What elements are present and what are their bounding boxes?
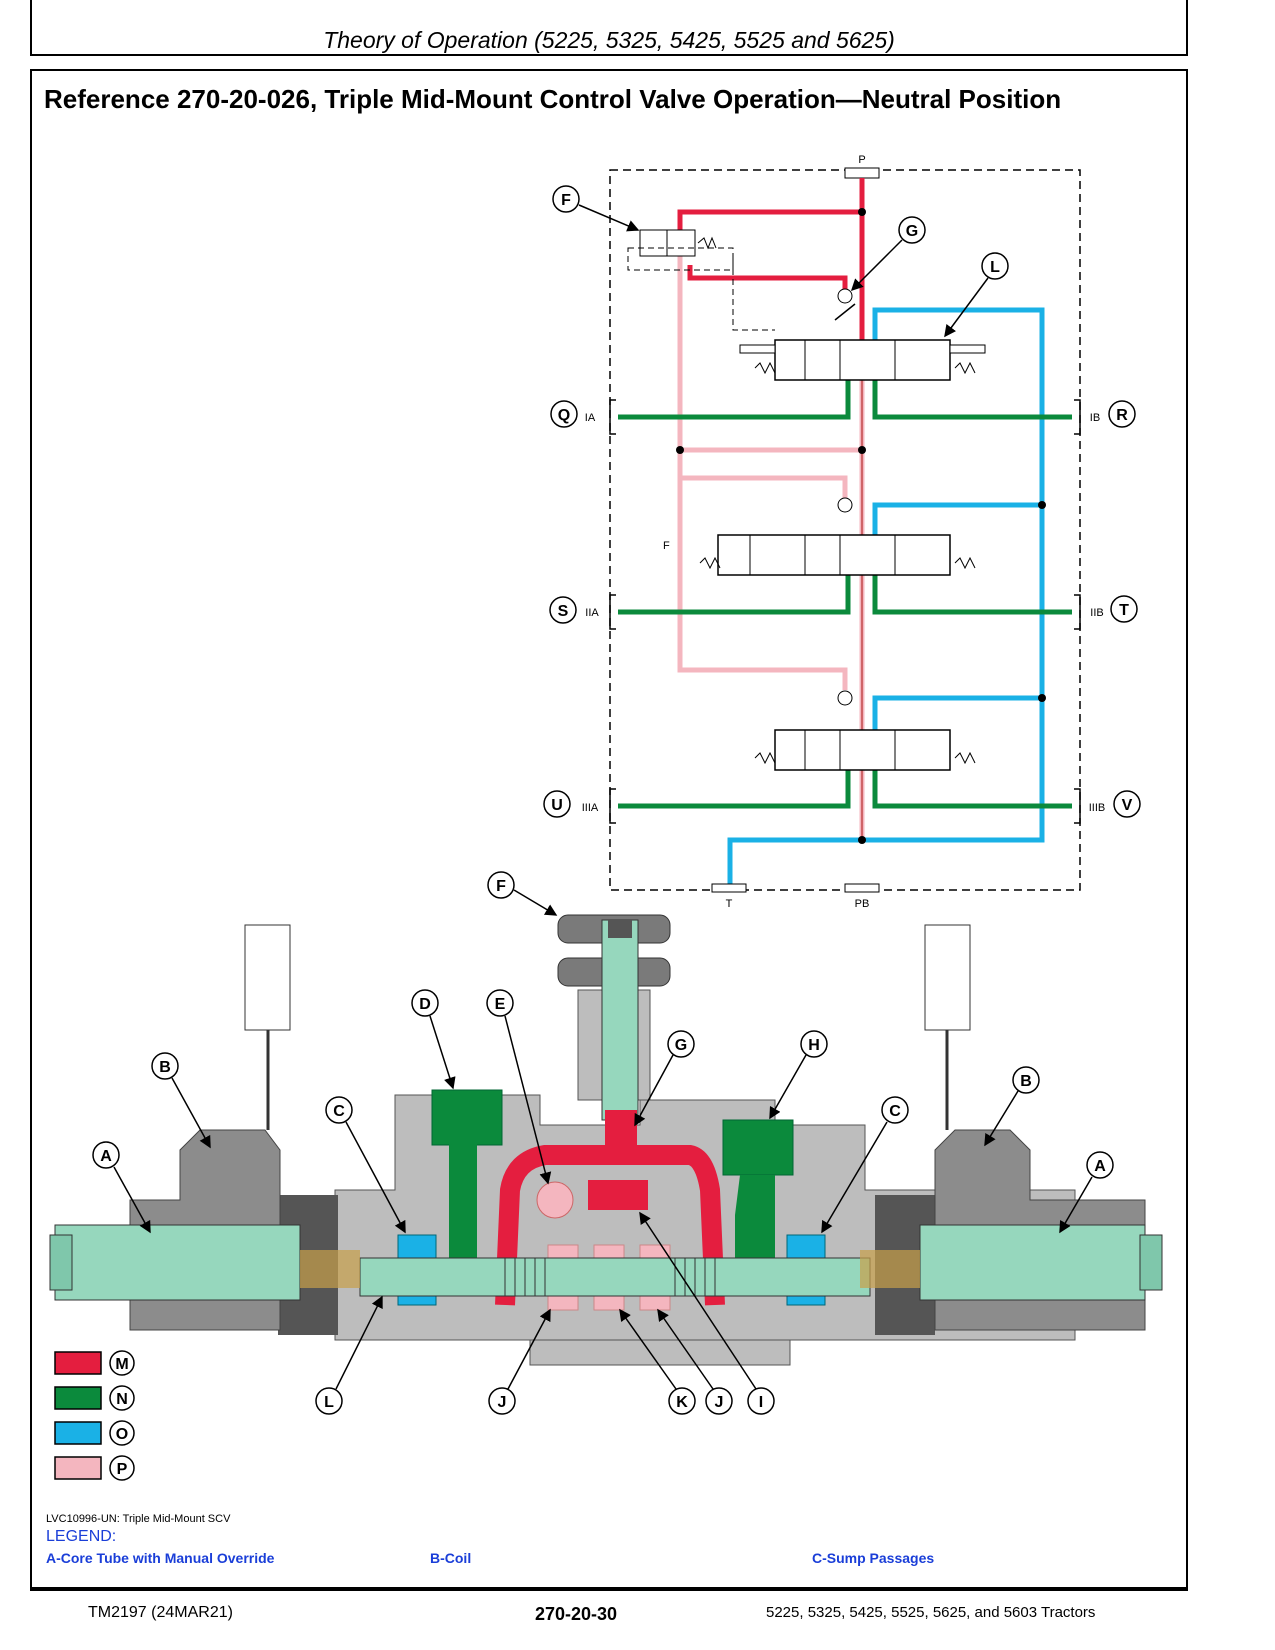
callout-r: R — [1116, 407, 1128, 424]
solenoid-valve-f — [627, 229, 775, 331]
pressure-lines — [677, 178, 865, 350]
callout-f-cutaway: F — [496, 878, 506, 895]
page-title: Reference 270-20-026, Triple Mid-Mount C… — [44, 84, 1062, 114]
footer-models: 5225, 5325, 5425, 5525, 5625, and 5603 T… — [766, 1604, 1096, 1621]
spool-valve-3 — [754, 690, 976, 771]
override-stem — [601, 919, 639, 1121]
key-label-o: O — [116, 1426, 128, 1443]
header-title: Theory of Operation (5225, 5325, 5425, 5… — [323, 27, 895, 53]
connector-right — [924, 924, 971, 1031]
color-key: M N O P — [54, 1350, 135, 1481]
swatch-p — [54, 1456, 102, 1480]
callout-a-right: A — [1094, 1158, 1106, 1175]
footer-doc-id: TM2197 (24MAR21) — [88, 1604, 233, 1621]
callout-v: V — [1122, 797, 1133, 814]
key-label-m: M — [115, 1356, 128, 1373]
valve-cutaway — [49, 914, 1163, 1366]
callout-f-schematic: F — [561, 192, 571, 209]
callout-q: Q — [558, 407, 570, 424]
callout-k: K — [676, 1394, 688, 1411]
footer-rule — [30, 1589, 1188, 1591]
port-pb-label: PB — [855, 898, 870, 910]
return-lines — [727, 307, 1045, 885]
legend-item-a: A-Core Tube with Manual Override — [46, 1550, 275, 1566]
callout-h: H — [808, 1037, 820, 1054]
port-pb-symbol — [844, 883, 880, 893]
callout-i: I — [759, 1394, 763, 1411]
port-iib-label: IIB — [1090, 607, 1103, 619]
callout-g-schematic: G — [906, 223, 918, 240]
port-f-label: F — [663, 540, 670, 552]
check-ball-e — [536, 1181, 574, 1219]
core-tube-left — [54, 1224, 301, 1301]
callout-j-left: J — [498, 1394, 507, 1411]
port-iia-label: IIA — [585, 607, 599, 619]
port-iiib-label: IIIB — [1089, 802, 1106, 814]
connector-left — [244, 924, 291, 1031]
port-t-label: T — [726, 898, 733, 910]
spool-valve-1 — [739, 339, 986, 381]
callout-s: S — [558, 603, 569, 620]
callout-e: E — [495, 996, 506, 1013]
port-p-symbol — [844, 167, 880, 179]
callout-l-cutaway: L — [324, 1394, 334, 1411]
callout-a-left: A — [100, 1148, 112, 1165]
callout-l-schematic: L — [990, 259, 1000, 276]
port-iiia-label: IIIA — [582, 802, 599, 814]
callout-j-right: J — [715, 1394, 724, 1411]
footer-page-number: 270-20-30 — [535, 1604, 618, 1624]
header-box: Theory of Operation (5225, 5325, 5425, 5… — [30, 0, 1188, 56]
callout-u: U — [551, 797, 563, 814]
work-lines — [618, 380, 1072, 809]
port-p-label: P — [858, 154, 865, 166]
legend-item-c: C-Sump Passages — [812, 1550, 935, 1566]
swatch-o — [54, 1421, 102, 1445]
cutaway-callouts: F D E G H B B C C A A L — [92, 871, 1114, 1415]
callout-d: D — [419, 996, 431, 1013]
work-port-d — [431, 1089, 503, 1146]
core-tube-right — [919, 1224, 1146, 1301]
figure-frame — [30, 69, 1188, 1589]
legend-heading: LEGEND: — [46, 1528, 117, 1545]
swatch-n — [54, 1386, 102, 1410]
callout-c-left: C — [333, 1103, 345, 1120]
work-port-h — [722, 1119, 794, 1176]
figure-caption: LVC10996-UN: Triple Mid-Mount SCV — [46, 1513, 231, 1525]
port-ib-label: IB — [1090, 412, 1100, 424]
key-label-p: P — [117, 1461, 128, 1478]
port-ia-label: IA — [585, 412, 596, 424]
callout-g-cutaway: G — [675, 1037, 687, 1054]
check-valve-g — [837, 288, 853, 304]
spool-valve-2: F — [663, 497, 976, 576]
schematic-diagram: P — [543, 154, 1141, 910]
port-t-symbol — [711, 883, 747, 893]
spool — [359, 1257, 871, 1297]
legend-item-b: B-Coil — [430, 1550, 472, 1566]
callout-b-left: B — [159, 1059, 171, 1076]
callout-b-right: B — [1020, 1073, 1032, 1090]
callout-t: T — [1119, 602, 1129, 619]
swatch-m — [54, 1351, 102, 1375]
callout-c-right: C — [889, 1103, 901, 1120]
key-label-n: N — [116, 1391, 128, 1408]
